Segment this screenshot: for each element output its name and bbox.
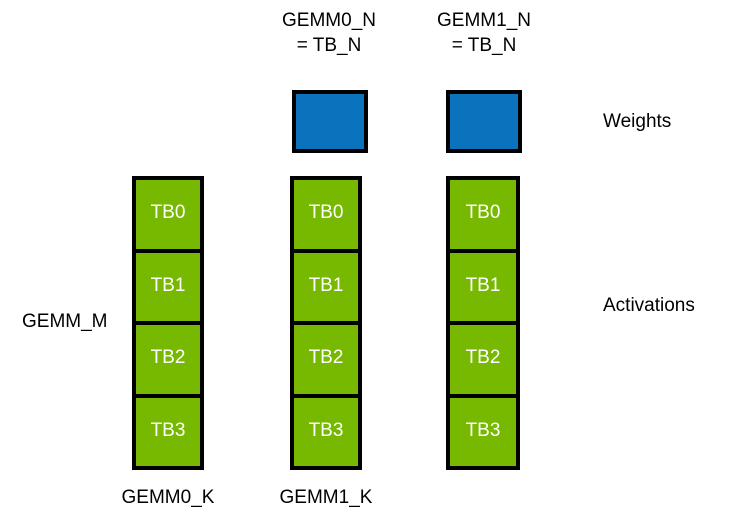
- tb-cell: TB0: [446, 176, 520, 251]
- tb-cell-label: TB0: [465, 202, 501, 224]
- tb-cell: TB3: [446, 395, 520, 470]
- gemm0-k-label: GEMM0_K: [121, 487, 215, 508]
- tb-cell: TB1: [446, 250, 520, 323]
- tb-cell-label: TB0: [150, 202, 186, 224]
- tb-cell: TB3: [290, 395, 362, 470]
- tb-cell: TB1: [290, 250, 362, 323]
- weights-row-label: Weights: [603, 111, 672, 132]
- tb-cell-label: TB3: [465, 419, 501, 441]
- tb-cell: TB2: [446, 323, 520, 396]
- tb-cell-label: TB0: [308, 202, 344, 224]
- tb-cell-label: TB2: [150, 347, 186, 369]
- gemm-m-label: GEMM_M: [22, 311, 108, 332]
- tb-cell-label: TB1: [150, 274, 186, 296]
- gemm1-k-label: GEMM1_K: [279, 487, 373, 508]
- weight-block-gemm0: [292, 90, 368, 153]
- gemm0-n-label-line2: = TB_N: [296, 35, 362, 56]
- tb-cell-label: TB3: [308, 419, 344, 441]
- gemm1-n-label-line2: = TB_N: [451, 35, 517, 56]
- gemm0-n-label: GEMM0_N = TB_N: [239, 8, 419, 58]
- gemm1-n-label: GEMM1_N = TB_N: [394, 8, 574, 58]
- activations-row-label: Activations: [603, 295, 695, 316]
- tb-cell: TB3: [132, 395, 204, 470]
- activation-column-0: TB0 TB1 TB2 TB3: [132, 176, 204, 470]
- tb-cell: TB0: [132, 176, 204, 251]
- activation-column-1: TB0 TB1 TB2 TB3: [290, 176, 362, 470]
- gemm1-n-label-line1: GEMM1_N: [437, 10, 531, 31]
- tb-cell: TB2: [132, 323, 204, 396]
- tb-cell: TB1: [132, 250, 204, 323]
- weight-block-gemm1: [446, 90, 522, 153]
- tb-cell-label: TB2: [465, 347, 501, 369]
- tb-cell: TB0: [290, 176, 362, 251]
- tb-cell-label: TB2: [308, 347, 344, 369]
- tb-cell-label: TB3: [150, 419, 186, 441]
- activation-column-2: TB0 TB1 TB2 TB3: [446, 176, 520, 470]
- tb-cell: TB2: [290, 323, 362, 396]
- tb-cell-label: TB1: [308, 274, 344, 296]
- tb-cell-label: TB1: [465, 274, 501, 296]
- gemm0-n-label-line1: GEMM0_N: [282, 10, 376, 31]
